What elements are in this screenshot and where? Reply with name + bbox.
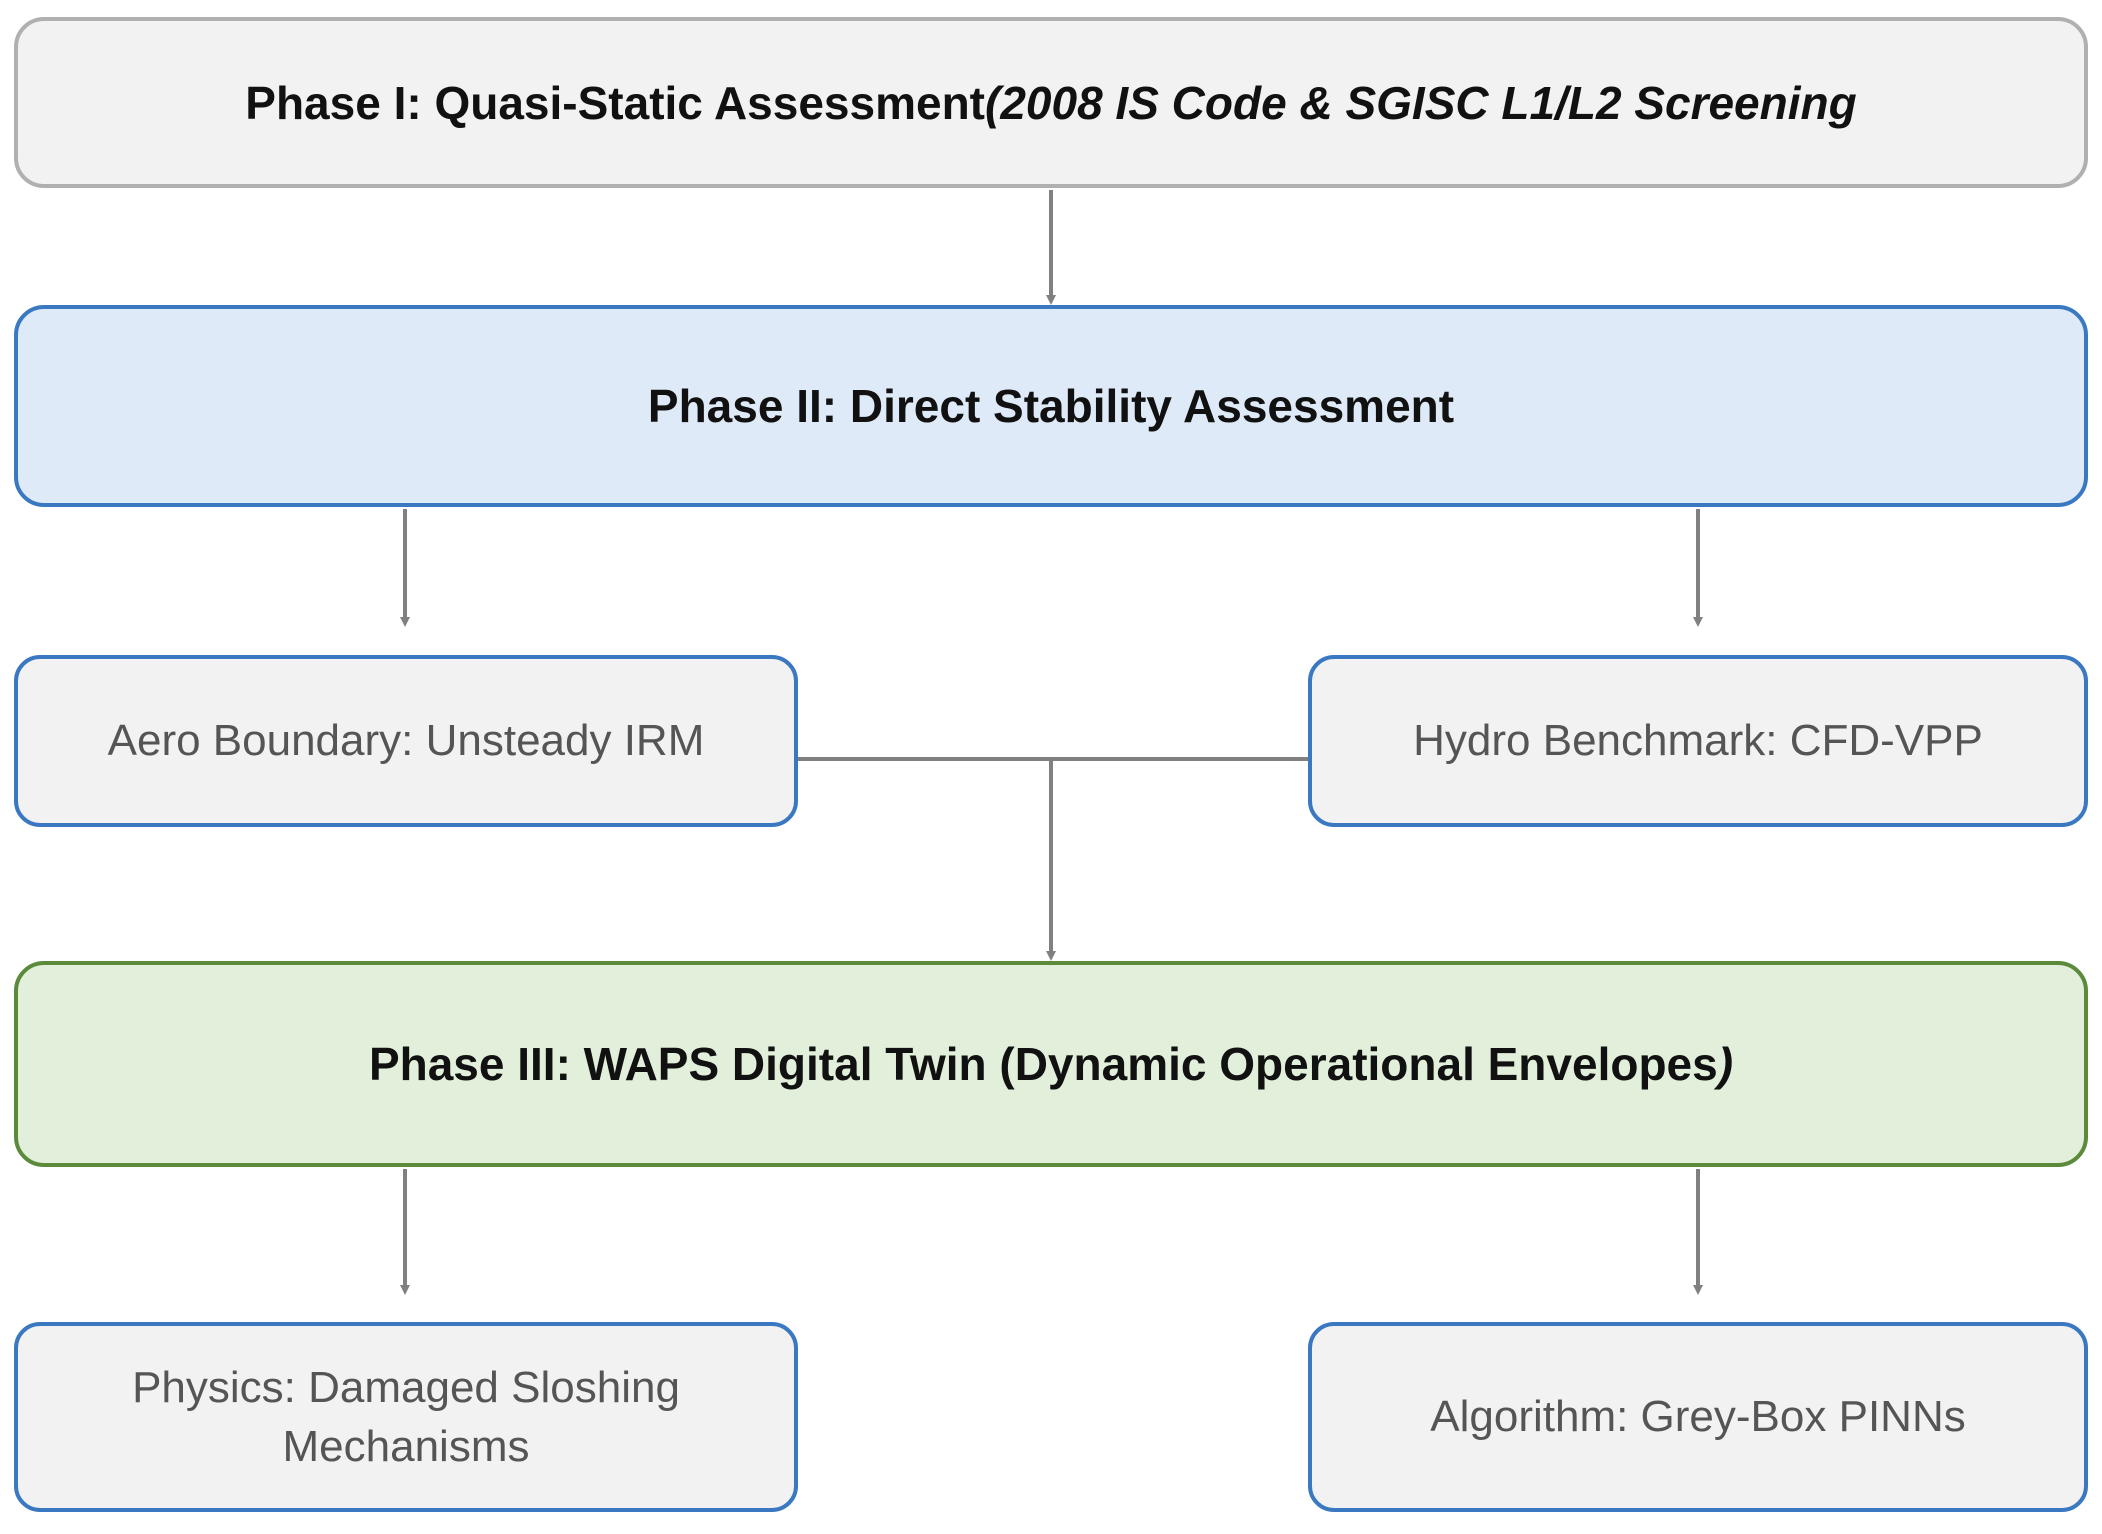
physics-label-line1: Physics: Damaged Sloshing (132, 1362, 680, 1412)
phase-2-box: Phase II: Direct Stability Assessment (14, 305, 2088, 507)
phase-3-box: Phase III: WAPS Digital Twin (Dynamic Op… (14, 961, 2088, 1167)
algorithm-box: Algorithm: Grey-Box PINNs (1308, 1322, 2088, 1512)
phase-1-title: Phase I: Quasi-Static Assessment (245, 76, 985, 129)
phase-3-close-paren: ) (1717, 1038, 1734, 1090)
hydro-benchmark-label: Hydro Benchmark: CFD-VPP (1413, 716, 1983, 766)
phase-1-subtitle: (2008 IS Code & SGISC L1/L2 Screening (985, 76, 1857, 129)
hydro-benchmark-box: Hydro Benchmark: CFD-VPP (1308, 655, 2088, 827)
aero-boundary-label: Aero Boundary: Unsteady IRM (107, 716, 705, 766)
phase-3-title: Phase III: WAPS Digital Twin (Dynamic Op… (368, 1038, 1718, 1090)
phase-1-box: Phase I: Quasi-Static Assessment (2008 I… (14, 17, 2088, 188)
phase-2-title: Phase II: Direct Stability Assessment (647, 380, 1455, 432)
aero-boundary-box: Aero Boundary: Unsteady IRM (14, 655, 798, 827)
algorithm-label: Algorithm: Grey-Box PINNs (1430, 1392, 1966, 1442)
physics-box: Physics: Damaged Sloshing Mechanisms (14, 1322, 798, 1512)
physics-label-line2: Mechanisms (282, 1422, 530, 1471)
